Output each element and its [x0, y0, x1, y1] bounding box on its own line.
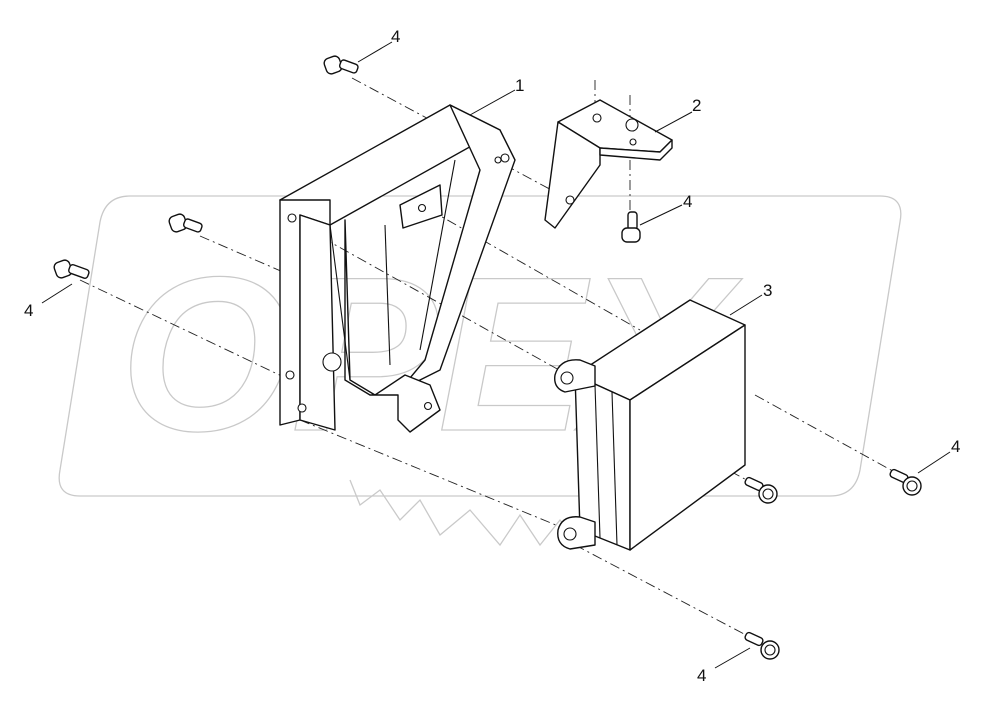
callout-bolt-clip: 4: [683, 192, 692, 211]
callout-bolt-bottom: 4: [697, 666, 706, 685]
callout-bolt-top: 4: [391, 27, 400, 46]
bolt-unit-right: [744, 476, 778, 504]
callout-bolt-left: 4: [24, 301, 33, 320]
bolt-clip: [621, 211, 641, 243]
bolt-left-lower: [53, 259, 90, 279]
callout-part-3: 3: [763, 281, 772, 300]
bolt-left-upper: [168, 213, 203, 233]
control-unit-part-3: [554, 299, 746, 551]
clip-bracket-part-2: [544, 99, 673, 229]
leader-lines: [41, 41, 951, 669]
bracket-part-1: [279, 104, 516, 433]
callout-part-2: 2: [692, 96, 701, 115]
callout-part-1: 1: [515, 76, 524, 95]
callout-bolt-right: 4: [951, 437, 960, 456]
bolt-top: [323, 55, 359, 75]
bolt-right: [889, 468, 922, 496]
bolt-bottom: [744, 631, 780, 660]
